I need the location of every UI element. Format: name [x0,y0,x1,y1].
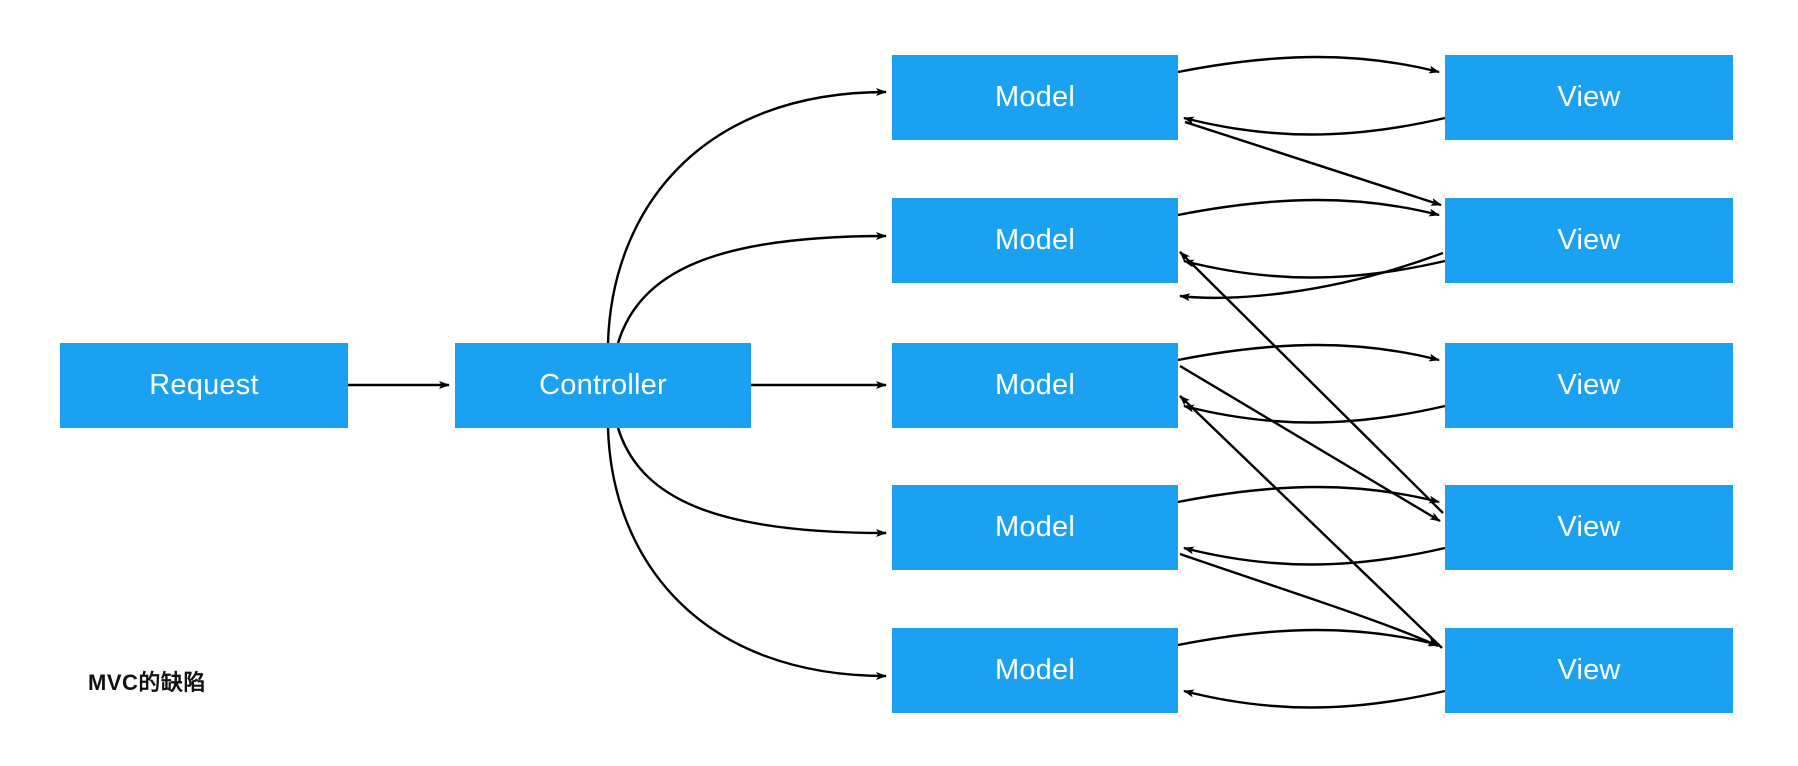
edge-model-4-to-view-4 [1177,485,1440,504]
diagram-caption: MVC的缺陷 [88,670,206,695]
edge-cross-model-1-to-view-2 [1184,120,1442,207]
edge-controller-to-model-5 [606,427,887,680]
node-model-label: Model [995,81,1075,113]
edge-view-1-to-model-1 [1183,116,1446,136]
edge-cross-model-4-to-view-5 [1179,552,1439,648]
edge-cross-view-4-to-model-2 [1179,251,1444,514]
node-view-4[interactable]: View [1445,485,1733,570]
node-view-2[interactable]: View [1445,198,1733,283]
node-model-label: Model [995,654,1075,686]
edge-view-4-to-model-4 [1183,546,1446,566]
node-controller-label: Controller [539,369,667,401]
node-view-label: View [1557,369,1621,401]
node-view-1[interactable]: View [1445,55,1733,140]
node-model-label: Model [995,224,1075,256]
node-view-label: View [1557,224,1621,256]
node-view-5[interactable]: View [1445,628,1733,713]
node-view-label: View [1557,654,1621,686]
edge-model-5-to-view-5 [1177,628,1440,647]
node-model-1[interactable]: Model [892,55,1178,140]
edge-view-2-to-model-2 [1183,259,1446,279]
edge-view-5-to-model-5 [1183,689,1446,709]
edge-controller-to-model-1 [606,88,887,344]
node-model-2[interactable]: Model [892,198,1178,283]
node-model-label: Model [995,369,1075,401]
edge-cross-view-2-to-model-3 [1179,251,1444,302]
node-request[interactable]: Request [60,343,348,428]
node-view-3[interactable]: View [1445,343,1733,428]
node-view-label: View [1557,81,1621,113]
node-controller[interactable]: Controller [455,343,751,428]
edge-controller-to-model-4 [616,427,887,537]
edge-cross-view-5-to-model-3 [1179,395,1443,649]
edge-model-3-to-view-3 [1177,343,1440,362]
node-view-label: View [1557,511,1621,543]
node-model-5[interactable]: Model [892,628,1178,713]
edge-model-2-to-view-2 [1177,198,1440,217]
node-model-4[interactable]: Model [892,485,1178,570]
edge-controller-to-model-2 [616,232,887,344]
edge-view-3-to-model-3 [1183,404,1446,424]
edge-cross-model-3-to-view-4 [1179,364,1441,523]
node-model-label: Model [995,511,1075,543]
node-model-3[interactable]: Model [892,343,1178,428]
edge-model-1-to-view-1 [1177,55,1440,74]
node-request-label: Request [149,369,259,401]
